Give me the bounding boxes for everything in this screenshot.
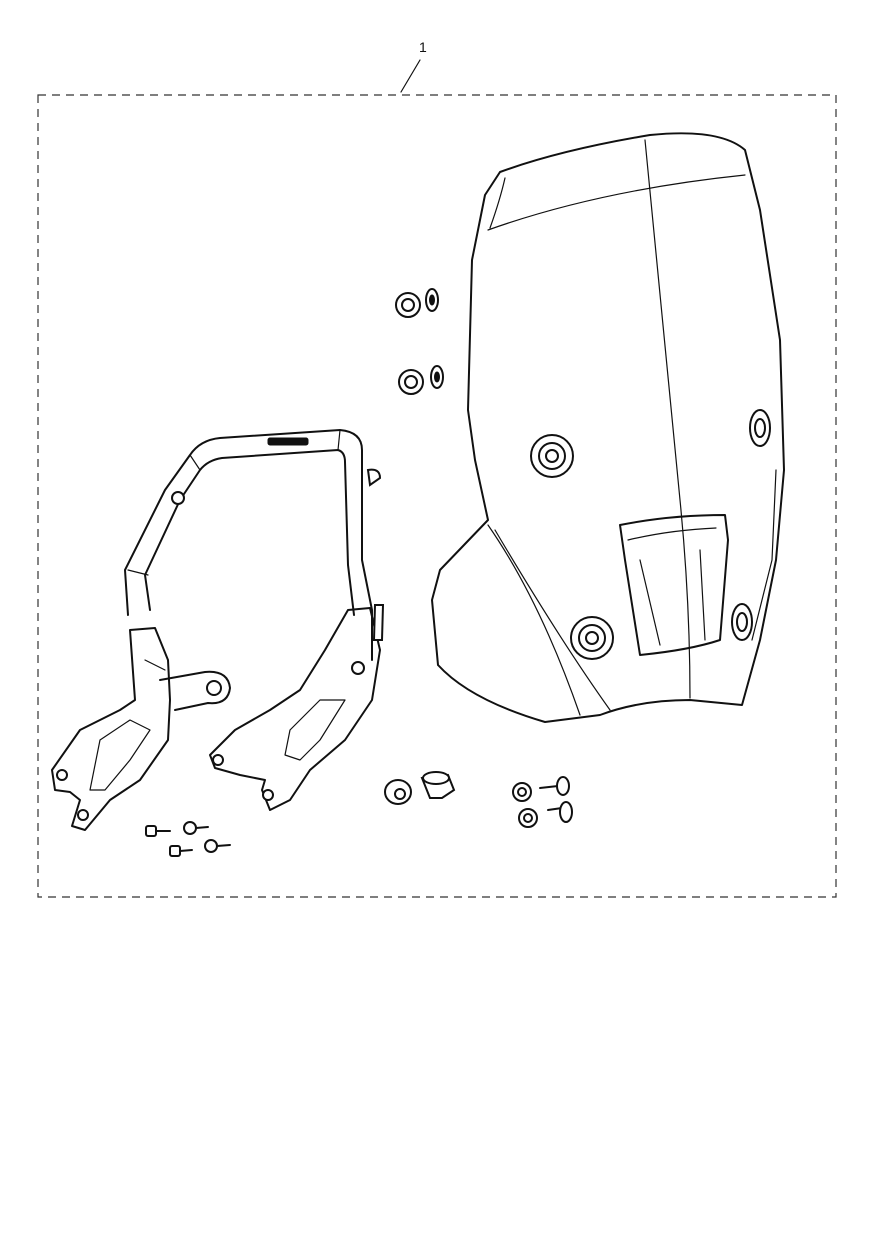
callout-number: 1 [419,39,427,55]
bolt [183,821,209,835]
screen-mounting-bracket [51,429,385,831]
screen-boss-right-upper [749,409,771,447]
callout-leader-line [400,59,421,93]
spacer-set [384,771,456,805]
bolt [145,825,171,837]
screen-boss-upper [530,434,574,478]
screw [512,782,532,802]
screen-boss-lower [570,616,614,660]
screen-boss-right-lower [731,603,753,641]
windscreen [431,132,785,723]
washer-nut [384,779,412,805]
bolt-set-small [145,821,231,857]
screw [539,776,570,796]
well-nut [420,771,456,799]
screw [547,801,573,823]
screw [518,808,538,828]
grommet-pair-upper [395,288,439,318]
kit-boundary [37,94,837,898]
screw-set [512,776,573,828]
grommet-pair-lower [398,365,444,395]
bolt [169,845,193,857]
bolt [204,839,231,853]
